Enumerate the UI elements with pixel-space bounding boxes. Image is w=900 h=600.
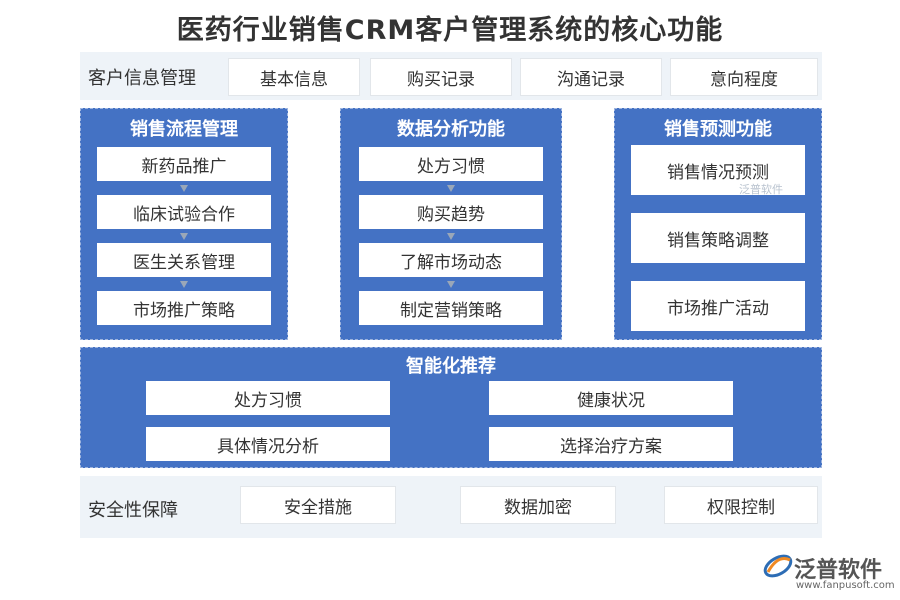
sales-forecast-title: 销售预测功能	[664, 119, 772, 140]
customer-info-item: 沟通记录	[520, 58, 662, 96]
arrow-down-icon	[180, 281, 188, 288]
arrow-down-icon	[180, 185, 188, 192]
sales-forecast-item: 销售策略调整	[631, 213, 805, 263]
fanpu-logo-icon	[763, 554, 793, 578]
sales-forecast-panel: 销售预测功能 销售情况预测 销售策略调整 市场推广活动 泛普软件	[614, 108, 822, 340]
customer-info-item: 购买记录	[370, 58, 512, 96]
arrow-down-icon	[447, 281, 455, 288]
security-label: 安全性保障	[88, 500, 178, 521]
arrow-down-icon	[180, 233, 188, 240]
data-analysis-panel: 数据分析功能 处方习惯 购买趋势 了解市场动态 制定营销策略	[340, 108, 562, 340]
sales-process-item: 临床试验合作	[97, 195, 271, 229]
data-analysis-item: 处方习惯	[359, 147, 543, 181]
smart-recommend-item: 处方习惯	[146, 381, 390, 415]
sales-process-title: 销售流程管理	[130, 119, 238, 140]
customer-info-band: 客户信息管理 基本信息 购买记录 沟通记录 意向程度	[80, 52, 822, 100]
arrow-down-icon	[447, 185, 455, 192]
security-item: 数据加密	[460, 486, 616, 524]
data-analysis-item: 制定营销策略	[359, 291, 543, 325]
smart-recommend-item: 具体情况分析	[146, 427, 390, 461]
security-item: 安全措施	[240, 486, 396, 524]
data-analysis-title: 数据分析功能	[397, 119, 505, 140]
customer-info-item: 基本信息	[228, 58, 360, 96]
watermark-text: 泛普软件	[739, 183, 783, 196]
sales-process-item: 医生关系管理	[97, 243, 271, 277]
page-title: 医药行业销售CRM客户管理系统的核心功能	[176, 15, 724, 46]
sales-forecast-item: 销售情况预测	[631, 145, 805, 195]
data-analysis-item: 了解市场动态	[359, 243, 543, 277]
sales-process-item: 新药品推广	[97, 147, 271, 181]
customer-info-item: 意向程度	[670, 58, 818, 96]
logo-url: www.fanpusoft.com	[796, 580, 895, 591]
sales-process-item: 市场推广策略	[97, 291, 271, 325]
sales-forecast-item: 市场推广活动	[631, 281, 805, 331]
smart-recommend-panel: 智能化推荐 处方习惯 健康状况 具体情况分析 选择治疗方案	[80, 347, 822, 468]
brand-logo: 泛普软件 www.fanpusoft.com	[760, 550, 895, 596]
data-analysis-item: 购买趋势	[359, 195, 543, 229]
arrow-down-icon	[447, 233, 455, 240]
security-band: 安全性保障 安全措施 数据加密 权限控制	[80, 476, 822, 538]
smart-recommend-title: 智能化推荐	[406, 356, 496, 377]
customer-info-label: 客户信息管理	[88, 68, 196, 89]
smart-recommend-item: 健康状况	[489, 381, 733, 415]
logo-name: 泛普软件	[794, 558, 883, 583]
sales-process-panel: 销售流程管理 新药品推广 临床试验合作 医生关系管理 市场推广策略	[80, 108, 288, 340]
smart-recommend-item: 选择治疗方案	[489, 427, 733, 461]
security-item: 权限控制	[664, 486, 818, 524]
